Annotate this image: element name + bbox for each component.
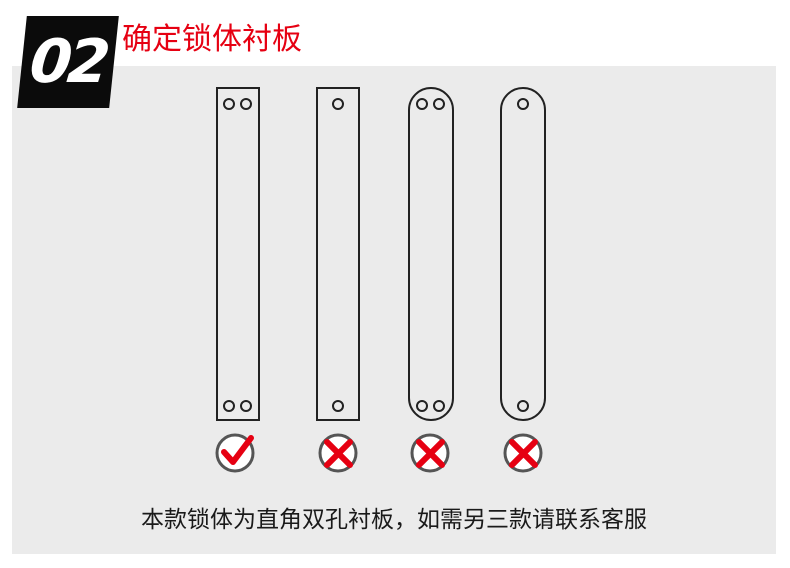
plate-square-double-hole — [216, 87, 260, 421]
plate-rounded-double-hole — [408, 87, 454, 421]
content-panel — [12, 66, 776, 554]
cross-icon — [503, 433, 543, 473]
cross-icon — [410, 433, 450, 473]
cross-icon — [318, 433, 358, 473]
caption-text: 本款锁体为直角双孔衬板，如需另三款请联系客服 — [141, 507, 647, 533]
plate-square-single-hole — [316, 87, 360, 421]
check-icon — [215, 433, 255, 473]
plate-rounded-single-hole — [500, 87, 546, 421]
section-title: 确定锁体衬板 — [122, 22, 302, 57]
